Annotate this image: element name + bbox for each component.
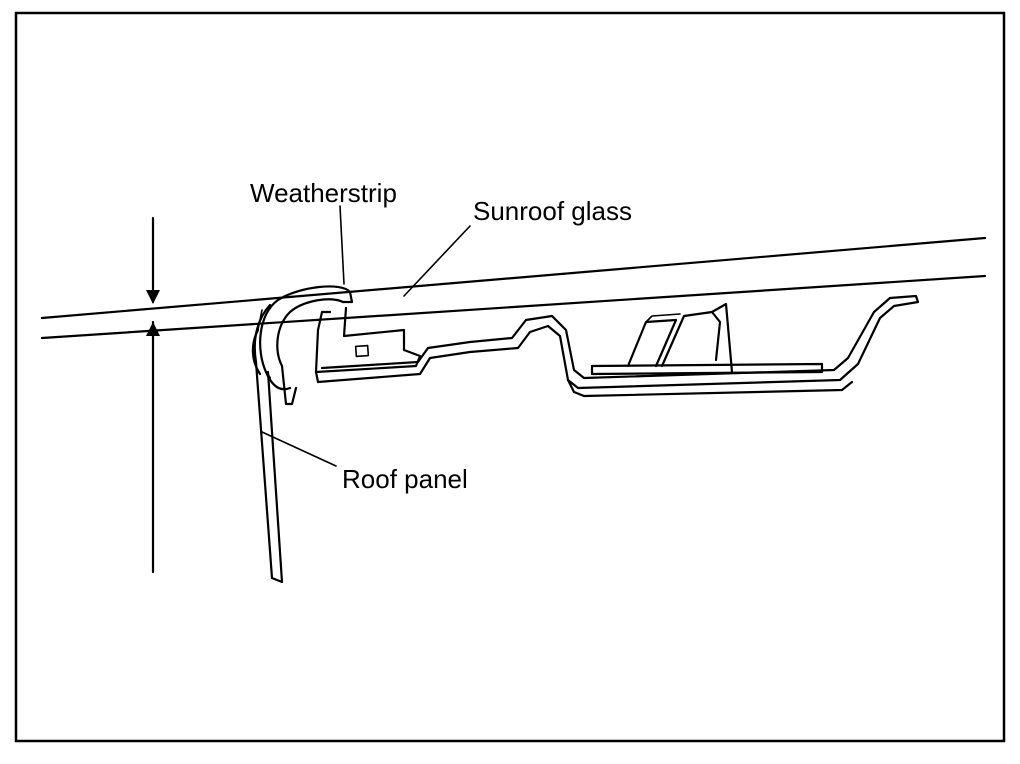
weatherstrip-seal [251, 285, 354, 406]
roof-panel-leader [261, 431, 337, 467]
bottom-edge-band [0, 748, 1020, 764]
diagram-frame [14, 11, 1006, 743]
roof-panel-sheet [253, 303, 284, 584]
sunroof-glass-label: Sunroof glass [473, 196, 632, 226]
gap-dimension-arrow [146, 216, 160, 574]
sunroof-glass-leader [403, 225, 471, 297]
arrowhead-up-icon [146, 322, 160, 336]
leader-lines [261, 205, 471, 467]
weatherstrip-label: Weatherstrip [250, 178, 397, 208]
sunroof-glass-panel [40, 236, 987, 340]
weatherstrip-leader [339, 205, 345, 285]
sunroof-frame-bracket [314, 294, 920, 398]
arrowhead-down-icon [146, 290, 160, 304]
roof-panel-label: Roof panel [342, 464, 468, 494]
